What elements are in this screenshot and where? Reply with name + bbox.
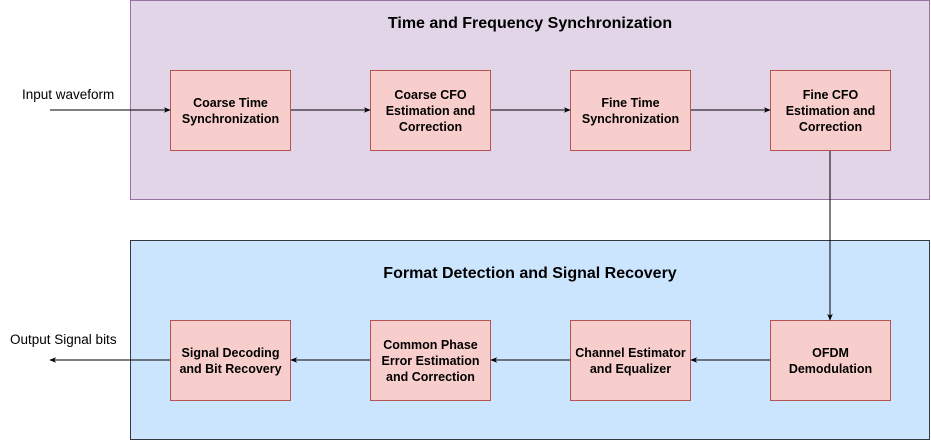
output-signal-bits-label: Output Signal bits [10, 332, 117, 347]
block-label: Channel Estimator and Equalizer [575, 345, 686, 376]
block-label: Fine Time Synchronization [581, 95, 680, 126]
block-coarse-time-sync: Coarse Time Synchronization [170, 70, 291, 151]
block-channel-estimator: Channel Estimator and Equalizer [570, 320, 691, 401]
block-fine-time-sync: Fine Time Synchronization [570, 70, 691, 151]
block-label: Coarse Time Synchronization [181, 95, 280, 126]
group-title-recovery: Format Detection and Signal Recovery [383, 265, 677, 282]
group-title-sync: Time and Frequency Synchronization [387, 15, 673, 32]
input-waveform-label: Input waveform [22, 87, 115, 102]
block-label: OFDM Demodulation [788, 345, 873, 376]
block-common-phase-error: Common Phase Error Estimation and Correc… [370, 320, 491, 401]
block-ofdm-demodulation: OFDM Demodulation [770, 320, 891, 401]
block-label: Coarse CFO Estimation and Correction [385, 87, 476, 134]
block-label: Fine CFO Estimation and Correction [785, 87, 876, 134]
block-label: Common Phase Error Estimation and Correc… [381, 337, 480, 384]
block-label: Signal Decoding and Bit Recovery [179, 345, 282, 376]
block-fine-cfo: Fine CFO Estimation and Correction [770, 70, 891, 151]
block-signal-decoding: Signal Decoding and Bit Recovery [170, 320, 291, 401]
block-coarse-cfo: Coarse CFO Estimation and Correction [370, 70, 491, 151]
